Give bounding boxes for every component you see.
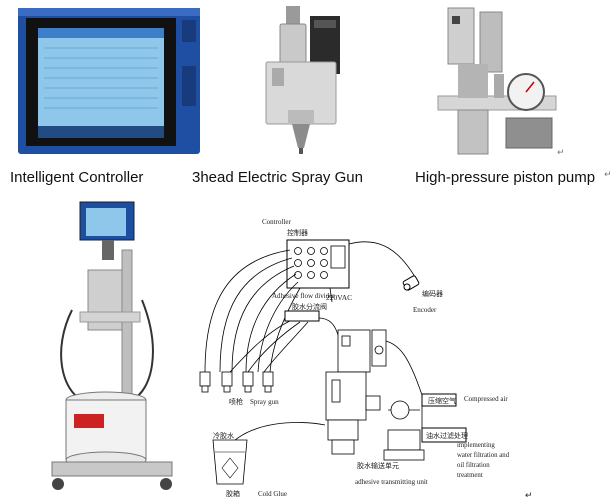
glue-label-zh-2: 胶箱 bbox=[226, 489, 240, 498]
gun-label-en: Spray gun bbox=[250, 398, 279, 406]
spray-guns bbox=[199, 371, 274, 393]
paragraph-mark-2: ↵ bbox=[604, 170, 611, 180]
air-label-en: Compressed air bbox=[464, 395, 508, 403]
voltage-label: 220VAC bbox=[326, 293, 352, 302]
air-label-zh: 压缩空气 bbox=[428, 396, 456, 405]
filter-label-zh: 油水过滤处理 bbox=[426, 431, 468, 440]
gun-label-zh: 喷枪 bbox=[229, 397, 243, 406]
spray-gun-image bbox=[265, 6, 340, 154]
encoder-icon bbox=[402, 275, 420, 291]
intelligent-controller-image bbox=[18, 8, 200, 154]
filter-label-en-3: oil filtration bbox=[457, 462, 490, 469]
transmit-label-en: adhesive transmitting unit bbox=[355, 478, 428, 486]
controller-label-en: Controller bbox=[262, 218, 291, 226]
compressed-air-box bbox=[421, 393, 457, 407]
intelligent-controller-caption: Intelligent Controller bbox=[10, 169, 144, 186]
cold-glue-bucket bbox=[212, 439, 248, 485]
encoder-label-en: Encoder bbox=[413, 306, 437, 314]
system-diagram: Controller 控制器 220VAC Adhesive flow divi… bbox=[199, 218, 533, 500]
glue-label-en: Cold Glue bbox=[258, 490, 287, 498]
spraying-machine-image bbox=[51, 201, 173, 490]
filter-label-en-4: treatment bbox=[457, 472, 483, 479]
paragraph-mark-3: ↵ bbox=[525, 490, 533, 500]
filtration-box bbox=[421, 427, 467, 443]
glue-label-zh: 冷胶水 bbox=[213, 431, 234, 440]
filter-label-en-2: water filtration and bbox=[457, 452, 510, 459]
divider-label-zh: 胶水分流阀 bbox=[292, 302, 327, 311]
pump-assembly bbox=[325, 329, 425, 461]
piston-pump-image bbox=[437, 7, 557, 155]
divider-label-en: Adhesive flow divider bbox=[272, 292, 335, 300]
controller-label-zh: 控制器 bbox=[287, 228, 308, 237]
encoder-label-zh: 编码器 bbox=[422, 289, 443, 298]
flow-divider bbox=[284, 310, 320, 322]
transmit-label-zh: 胶水输送单元 bbox=[357, 461, 399, 470]
filter-label-en-1: implementing bbox=[457, 442, 495, 449]
spray-gun-caption: 3head Electric Spray Gun bbox=[192, 169, 363, 186]
piston-pump-caption: High-pressure piston pump bbox=[415, 169, 596, 186]
paragraph-mark-1: ↵ bbox=[557, 148, 565, 158]
